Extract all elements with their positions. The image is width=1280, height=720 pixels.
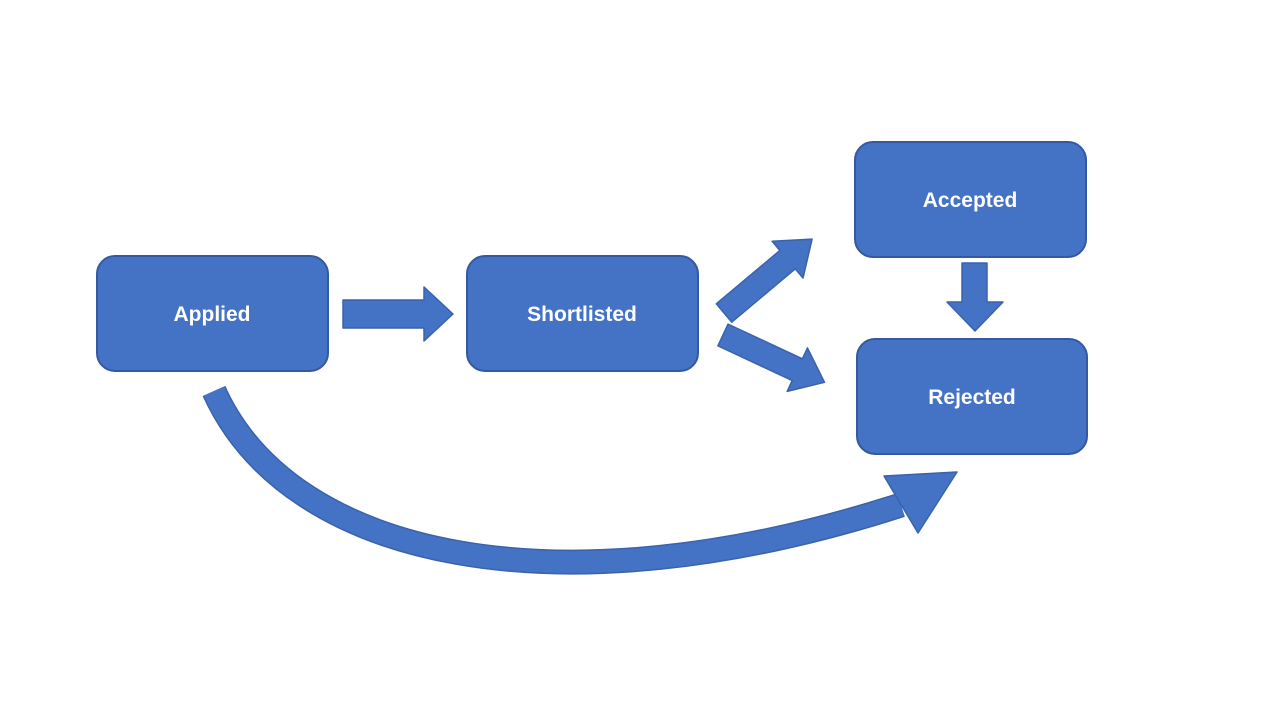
node-rejected-label: Rejected xyxy=(928,386,1016,409)
node-shortlisted-shape xyxy=(466,255,699,372)
arrow-accepted-to-rejected-icon xyxy=(946,262,1004,332)
arrow-applied-to-rejected-icon xyxy=(202,385,958,575)
node-shortlisted-label: Shortlisted xyxy=(527,303,637,326)
node-accepted-label: Accepted xyxy=(923,189,1018,212)
arrow-shortlisted-to-accepted-icon xyxy=(715,238,813,323)
arrow-shortlisted-to-rejected-icon xyxy=(717,323,826,393)
node-applied-shape xyxy=(96,255,329,372)
node-applied-label: Applied xyxy=(174,303,251,326)
node-accepted-shape xyxy=(854,141,1087,258)
node-rejected-shape xyxy=(856,338,1088,455)
curved-arrow-shaft xyxy=(203,386,905,574)
node-accepted: Accepted xyxy=(854,141,1087,258)
curved-arrowhead xyxy=(883,471,958,534)
node-rejected: Rejected xyxy=(856,338,1088,455)
node-shortlisted: Shortlisted xyxy=(466,255,699,372)
arrow-applied-to-shortlisted-icon xyxy=(342,286,454,342)
node-applied: Applied xyxy=(96,255,329,372)
